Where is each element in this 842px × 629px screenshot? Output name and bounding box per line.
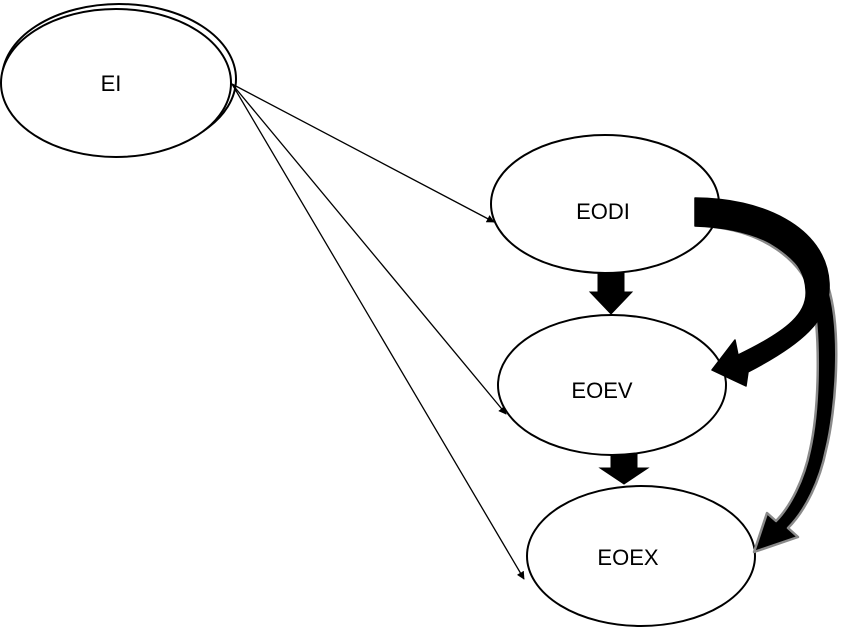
thick-arrow-eodi-to-eoev xyxy=(588,272,634,315)
node-label-eodi: EODI xyxy=(576,199,630,224)
node-ei xyxy=(0,8,232,158)
thick-arrow-eoev-to-eoex xyxy=(598,453,650,485)
edge-ei-to-eoev xyxy=(231,83,507,415)
node-eoev xyxy=(497,314,727,456)
curved-arrow-eodi-to-eoev xyxy=(694,197,830,387)
edge-ei-to-eodi xyxy=(231,83,495,223)
node-label-ei: EI xyxy=(101,71,122,96)
edge-ei-to-eoex xyxy=(231,83,525,580)
node-label-eoex: EOEX xyxy=(597,545,658,570)
node-label-eoev: EOEV xyxy=(571,378,632,403)
node-eoex xyxy=(526,485,756,627)
